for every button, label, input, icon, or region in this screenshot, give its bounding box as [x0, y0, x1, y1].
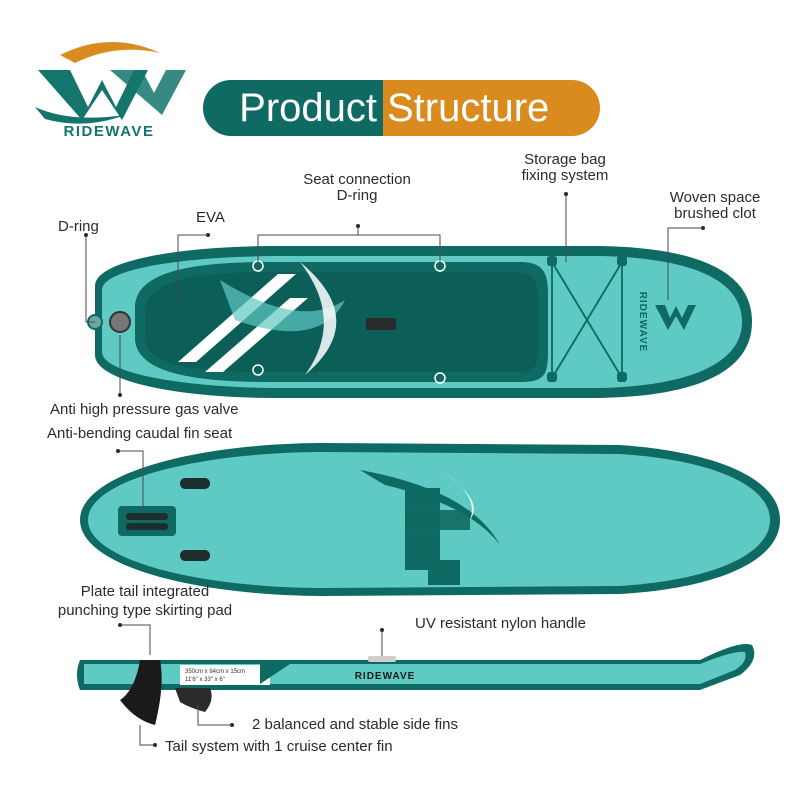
page-title: Product Structure: [203, 80, 600, 136]
label-eva: EVA: [196, 209, 225, 226]
ridewave-logo-icon: [35, 41, 186, 124]
title-part-2: Structure: [383, 80, 600, 136]
label-d-ring: D-ring: [58, 218, 99, 235]
label-storage-line2: fixing system: [521, 167, 609, 184]
leader-dots: [84, 192, 705, 747]
label-valve: Anti high pressure gas valve: [50, 401, 239, 418]
side-logo-text: RIDEWAVE: [355, 671, 416, 682]
side-view-board: 350cm x 84cm x 15cm 11'6" x 33" x 6" RID…: [77, 644, 755, 725]
label-seat-line2: D-ring: [336, 187, 378, 204]
label-fin-seat: Anti-bending caudal fin seat: [47, 425, 233, 442]
label-tail-line1: Plate tail integrated: [80, 583, 210, 600]
deck-logo-text: RIDEWAVE: [637, 292, 648, 353]
brand-name: RIDEWAVE: [63, 123, 155, 140]
spec-metric: 350cm x 84cm x 15cm: [185, 669, 245, 675]
bottom-view-board: [80, 443, 780, 596]
label-woven-line1: Woven space: [669, 189, 761, 206]
title-part-1: Product: [203, 80, 383, 136]
label-handle: UV resistant nylon handle: [415, 615, 586, 632]
label-side-fins: 2 balanced and stable side fins: [252, 716, 458, 733]
label-tail-line2: punching type skirting pad: [57, 602, 233, 619]
label-woven-line2: brushed clot: [674, 205, 756, 222]
deck-view-board: RIDEWAVE: [87, 246, 752, 398]
label-center-fin: Tail system with 1 cruise center fin: [165, 738, 393, 755]
leader-lines: [85, 194, 703, 746]
label-seat-line1: Seat connection: [303, 171, 411, 188]
label-storage-line1: Storage bag: [524, 151, 606, 168]
spec-imperial: 11'6" x 33" x 6": [185, 677, 225, 683]
